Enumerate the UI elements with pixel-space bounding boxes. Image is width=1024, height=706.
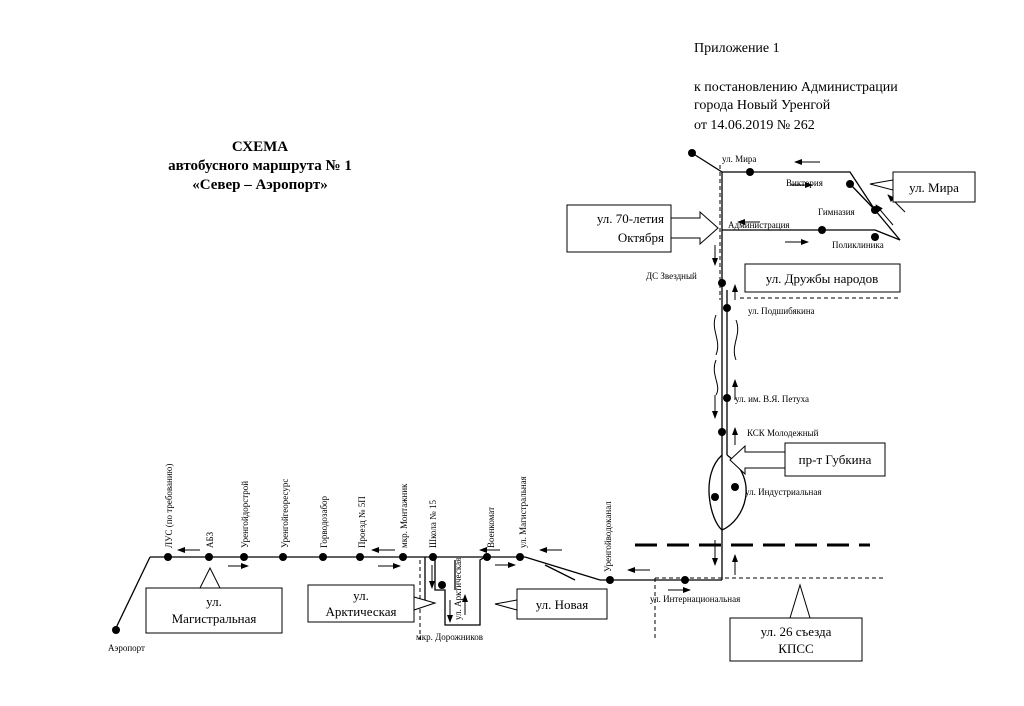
stop-shkola-15: Школа № 15 — [428, 500, 438, 548]
box-gubkina: пр-т Губкина — [799, 452, 872, 467]
stop-urengoydorstroy: Уренгойдорстрой — [240, 481, 250, 548]
box-arkticheskaya-1: ул. — [353, 588, 369, 603]
stop-gimnaziya: Гимназия — [818, 207, 855, 217]
route-lines — [114, 152, 901, 631]
stop-viktoriya: Виктория — [786, 178, 823, 188]
street-boxes — [145, 171, 976, 662]
box-novaya: ул. Новая — [536, 597, 589, 612]
route-name: «Север – Аэропорт» — [192, 177, 328, 193]
direction-arrows — [177, 159, 906, 623]
box-70-oktyabrya-2: Октября — [618, 230, 664, 245]
stop-industrialnaya: ул. Индустриальная — [745, 487, 821, 497]
stop-podshibyakina: ул. Подшибякина — [748, 306, 815, 316]
stop-internatsionalnaya: ул. Интернациональная — [650, 594, 740, 604]
stop-lus: ЛУС (по требованию) — [164, 464, 174, 548]
date-line: от 14.06.2019 № 262 — [694, 118, 815, 133]
stop-poliklinika: Поликлиника — [832, 240, 884, 250]
street-boundaries — [419, 165, 900, 640]
box-druzhby-narodov: ул. Дружбы народов — [766, 271, 878, 286]
stop-petukha: ул. им. В.Я. Петуха — [735, 394, 809, 404]
stop-dots — [112, 149, 879, 634]
stop-proezd-5p: Проезд № 5П — [357, 496, 367, 548]
stop-voenkomat: Военкомат — [486, 507, 496, 548]
stop-ul-mira: ул. Мира — [722, 154, 756, 164]
stop-magistralnaya: ул. Магистральная — [518, 476, 528, 548]
route-title: автобусного маршрута № 1 — [168, 158, 352, 174]
stop-abz: АБЗ — [205, 531, 215, 548]
box-pointers — [199, 179, 894, 619]
trunk-curves — [713, 314, 739, 396]
stop-ksk-molodezhny: КСК Молодежный — [747, 428, 819, 438]
stop-ds-zvezdny: ДС Звездный — [646, 271, 697, 281]
box-26-sezda-1: ул. 26 съезда — [761, 624, 832, 639]
stop-gorvodozabor: Горводозабор — [319, 495, 329, 548]
appendix-label: Приложение 1 — [694, 41, 780, 56]
stop-administratsiya: Администрация — [728, 220, 790, 230]
box-ul-mira: ул. Мира — [909, 180, 959, 195]
scheme-title: СХЕМА — [231, 139, 289, 155]
stop-arkticheskaya: ул. Арктическая — [453, 558, 463, 620]
box-arkticheskaya-2: Арктическая — [326, 604, 397, 619]
city-line: города Новый Уренгой — [694, 98, 831, 113]
stop-mkr-dorozhnikov: мкр. Дорожников — [416, 632, 483, 642]
box-26-sezda-2: КПСС — [778, 641, 813, 656]
box-magistralnaya-2: Магистральная — [172, 611, 257, 626]
box-70-oktyabrya-1: ул. 70-летия — [597, 211, 664, 226]
resolution-line: к постановлению Администрации — [694, 80, 898, 95]
box-magistralnaya-1: ул. — [206, 594, 222, 609]
stop-urengoyvodokanal: Уренгойводоканал — [603, 501, 613, 572]
stop-urengoygeoresurs: Уренгойгеоресурс — [280, 479, 290, 548]
stop-aeroport: Аэропорт — [108, 643, 145, 653]
stop-mkr-montazhnik: мкр. Монтажник — [399, 483, 409, 548]
